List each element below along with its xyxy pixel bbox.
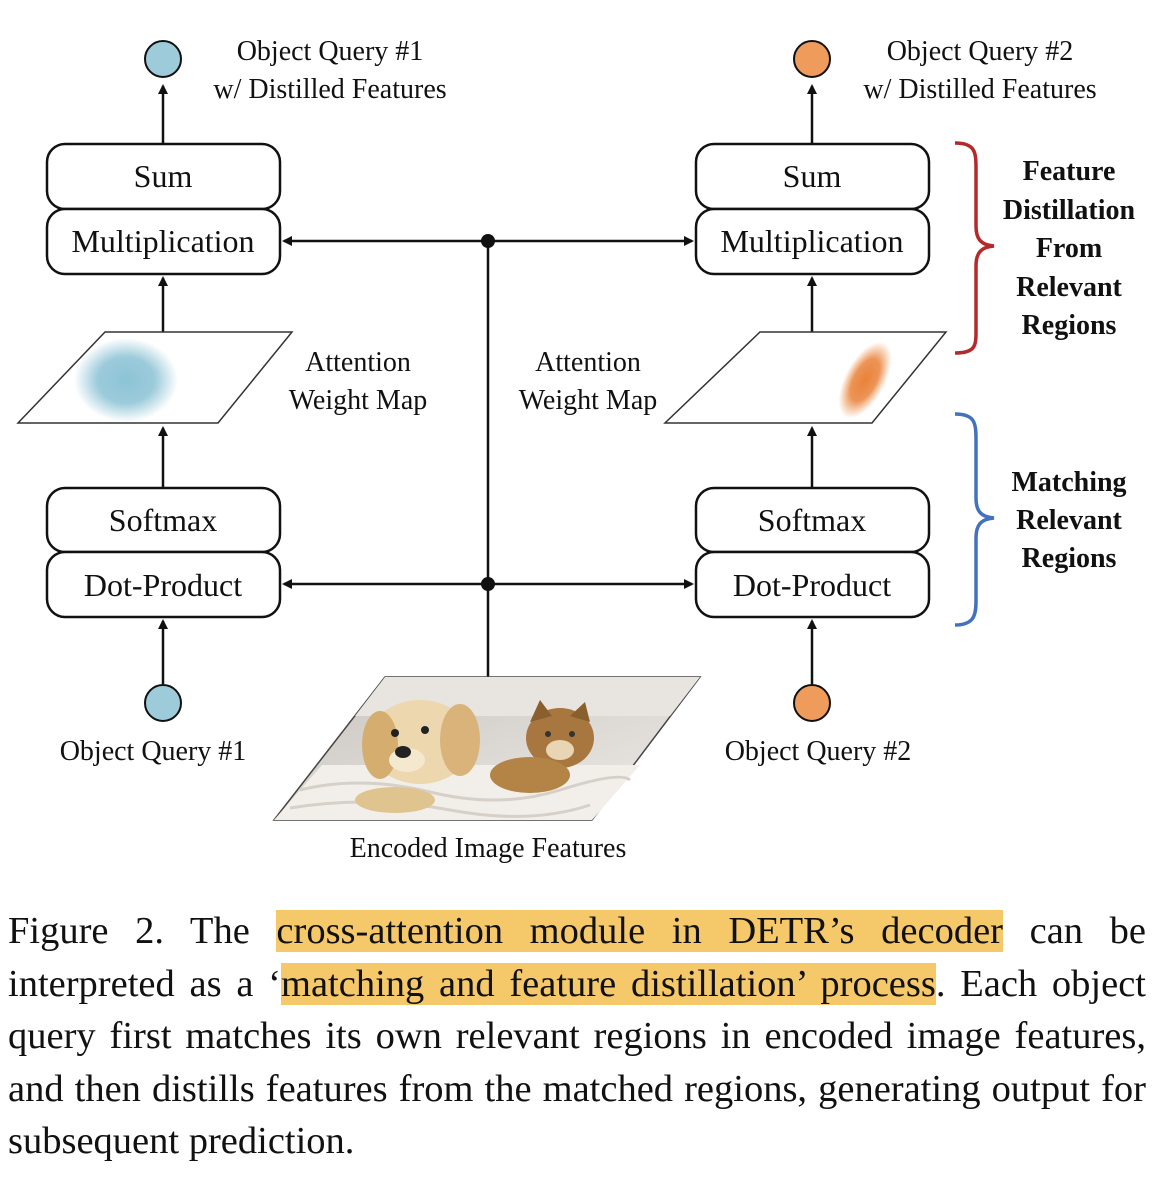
brace-top-label-line2: Distillation bbox=[1003, 195, 1136, 226]
center-attention-label-line2: Weight Map bbox=[519, 385, 658, 416]
brace-top-label-line4: Relevant bbox=[1016, 272, 1122, 303]
output-query-1-label-line2: w/ Distilled Features bbox=[213, 74, 446, 105]
input-query-1-label: Object Query #1 bbox=[60, 736, 247, 767]
caption-rest: . Each object query first matches its ow… bbox=[8, 962, 1146, 1163]
input-query-1-circle bbox=[144, 684, 182, 722]
matching-regions-brace bbox=[954, 412, 995, 627]
output-query-1-circle bbox=[144, 40, 182, 78]
output-query-1-label-line1: Object Query #1 bbox=[237, 36, 424, 67]
brace-bottom-label-line1: Matching bbox=[1011, 467, 1126, 498]
junction-top bbox=[481, 234, 495, 248]
brace-bottom-label-line3: Regions bbox=[1022, 543, 1117, 574]
right-dot-product-box bbox=[694, 550, 931, 619]
brace-bottom-label-line2: Relevant bbox=[1016, 505, 1122, 536]
output-query-2-label-line1: Object Query #2 bbox=[887, 36, 1074, 67]
right-softmax-label: Softmax bbox=[758, 502, 866, 538]
output-query-2-label-line2: w/ Distilled Features bbox=[863, 74, 1096, 105]
brace-top-label-line1: Feature bbox=[1023, 156, 1116, 187]
input-query-2-label: Object Query #2 bbox=[725, 736, 912, 767]
left-sum-label: Sum bbox=[134, 158, 193, 194]
left-multiplication-box bbox=[45, 207, 282, 276]
output-query-2-circle bbox=[793, 40, 831, 78]
right-multiplication-box bbox=[694, 207, 931, 276]
left-dot-product-box bbox=[45, 550, 282, 619]
left-attention-label-line2: Weight Map bbox=[289, 385, 428, 416]
right-multiplication-label: Multiplication bbox=[720, 223, 903, 259]
figure-caption: Figure 2. The cross-attention module in … bbox=[8, 905, 1146, 1168]
left-attention-blob bbox=[74, 338, 178, 422]
encoded-image-photo bbox=[272, 676, 702, 821]
encoded-image-label: Encoded Image Features bbox=[350, 833, 627, 864]
center-attention-label-line1: Attention bbox=[535, 347, 641, 378]
caption-highlight-2: matching and feature distillation’ proce… bbox=[281, 962, 936, 1005]
left-softmax-label: Softmax bbox=[109, 502, 217, 538]
feature-distillation-brace bbox=[954, 141, 995, 355]
left-dot-product-label: Dot-Product bbox=[84, 567, 242, 603]
caption-highlight-1: cross-attention module in DETR’s decoder bbox=[276, 910, 1003, 952]
right-attention-blob bbox=[838, 341, 892, 419]
caption-prefix: Figure 2. The bbox=[8, 910, 277, 952]
brace-top-label-line3: From bbox=[1036, 233, 1102, 264]
brace-top-label-line5: Regions bbox=[1022, 310, 1117, 341]
left-attention-label-line1: Attention bbox=[305, 347, 411, 378]
input-query-2-circle bbox=[793, 684, 831, 722]
right-sum-label: Sum bbox=[783, 158, 842, 194]
right-dot-product-label: Dot-Product bbox=[733, 567, 891, 603]
caption-mid: can be interpreted as a ‘ bbox=[8, 910, 1146, 1005]
right-attention-map-sheet bbox=[663, 331, 948, 424]
architecture-diagram: Object Query #1 w/ Distilled Features Ob… bbox=[16, 36, 1136, 864]
junction-bottom bbox=[481, 577, 495, 591]
left-multiplication-label: Multiplication bbox=[71, 223, 254, 259]
